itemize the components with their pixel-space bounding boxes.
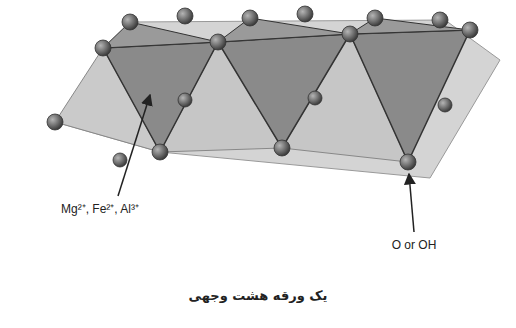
callout-label: Mg²⁺, Fe²⁺, Al³⁺ (59, 200, 141, 217)
caption: یک ورقه هشت وجهی (189, 288, 328, 303)
callout-label: O or OH (390, 238, 439, 252)
